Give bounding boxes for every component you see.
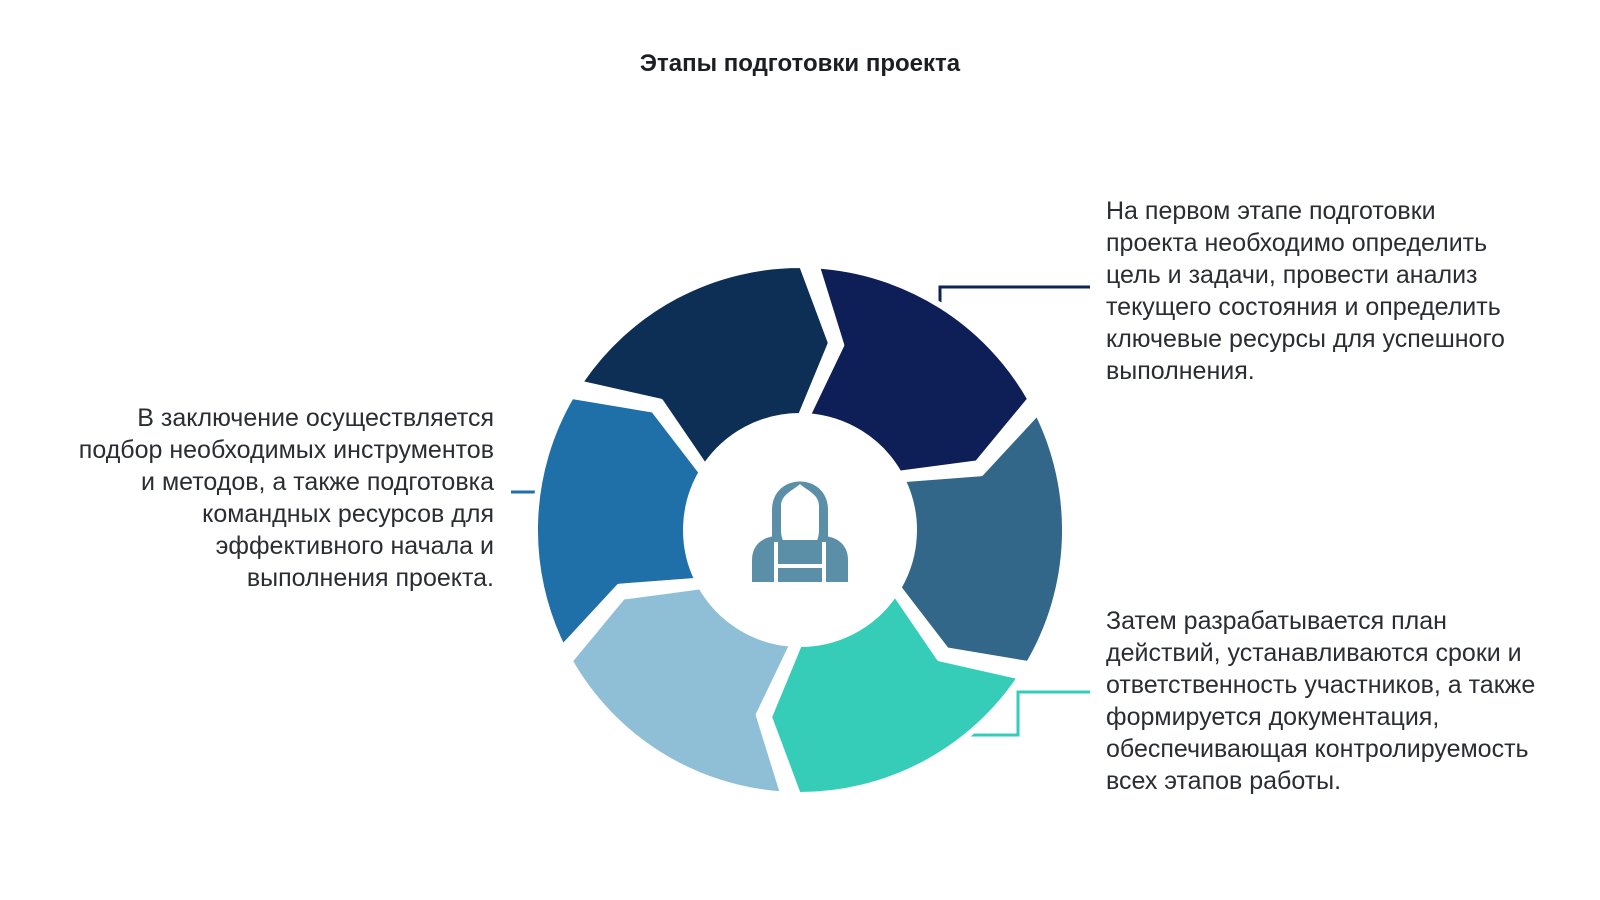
connector-first xyxy=(938,285,1090,303)
stage-final-text: В заключение осуществляется подбор необх… xyxy=(78,404,494,592)
person-icon xyxy=(752,481,848,582)
stage-second-text: Затем разрабатывается план действий, уст… xyxy=(1106,607,1536,795)
connector-second xyxy=(966,690,1090,737)
page-title: Этапы подготовки проекта xyxy=(639,50,961,77)
stage-first-text: На первом этапе подготовки проекта необх… xyxy=(1106,197,1505,385)
